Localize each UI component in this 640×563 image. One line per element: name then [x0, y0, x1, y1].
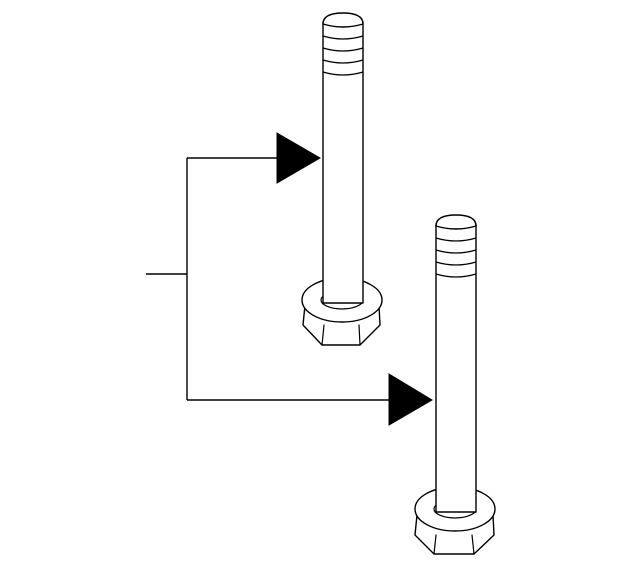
arrowhead-upper [276, 132, 321, 184]
bolt-lower-tip [435, 214, 477, 230]
bolt-upper-shank [322, 21, 364, 304]
bolt-upper-threads [322, 35, 364, 76]
bolt-lower-threads [435, 237, 477, 278]
bolt-lower [414, 214, 496, 555]
bolt-lower-shank [435, 223, 477, 513]
bolt-upper-tip [322, 12, 364, 28]
bolt-upper [301, 12, 383, 346]
arrowhead-lower [388, 373, 433, 426]
callout-leader [146, 132, 433, 426]
